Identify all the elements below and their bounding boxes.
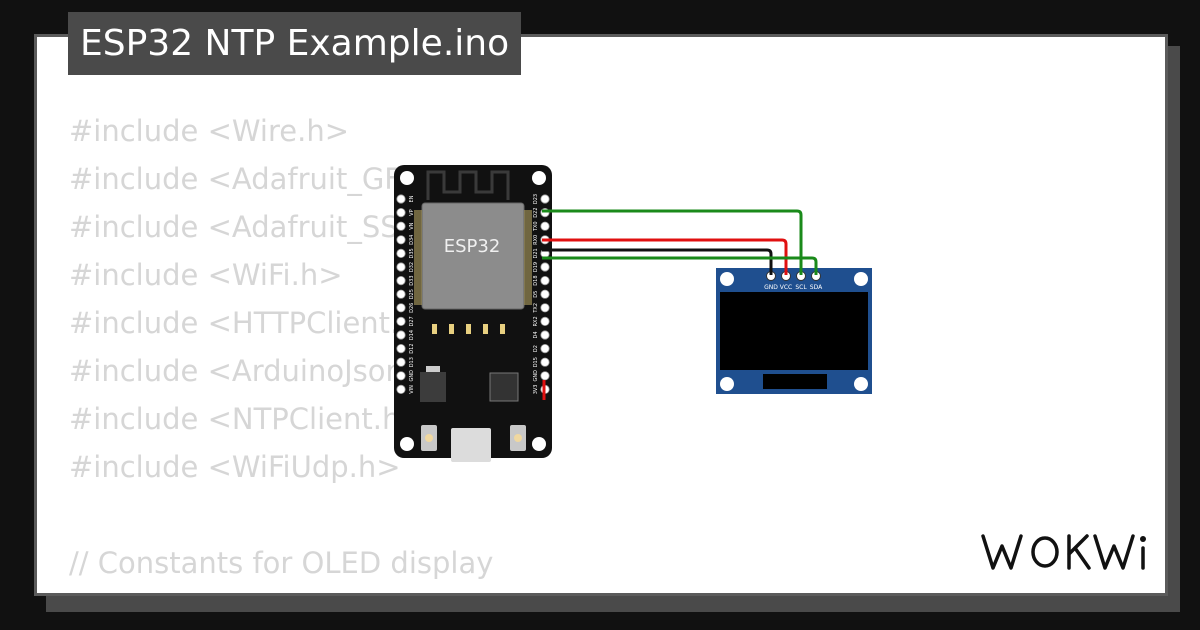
pin-label: D4 [533,331,539,338]
wire-sda [542,209,803,275]
pin-label: 3V3 [533,385,539,395]
wire-scl [542,256,818,275]
pin-label: D14 [409,330,415,340]
pin-label: VIN [409,385,415,394]
pin-label: RX2 [533,316,539,326]
pin-label: D25 [409,289,415,299]
pin-pad[interactable] [396,221,406,231]
pin-pad[interactable] [396,275,406,286]
pin-label: D26 [409,303,415,313]
project-title: ESP32 NTP Example.ino [68,12,522,75]
pin-pad[interactable] [396,343,406,354]
code-line: #include <NTPClient.h> [69,402,425,436]
pin-pad[interactable] [540,330,550,340]
code-line: #include <Wire.h> [69,114,350,148]
pin-pad[interactable] [396,303,406,313]
pin-pad[interactable] [540,221,550,231]
pin-pad[interactable] [540,262,550,272]
pin-label: D23 [533,194,539,204]
pin-pad[interactable] [396,235,406,245]
pin-pad[interactable] [396,248,406,258]
pin-pad[interactable] [396,262,406,272]
usb-uart-chip [489,372,519,402]
pin-pad[interactable] [396,357,406,367]
code-line: #include <WiFiUdp.h> [69,450,401,484]
pin-label: D13 [409,357,415,367]
wokwi-logo [981,534,1146,570]
pin-label: VP [409,209,415,215]
pin-label: D32 [409,262,415,272]
pin-pad[interactable] [396,371,406,381]
pin-label: D34 [409,235,415,245]
oled-pin-label: VCC [780,284,792,291]
pin-pad[interactable] [540,357,550,367]
pin-label: D19 [533,262,539,272]
pin-label: VN [409,222,415,229]
pin-label: D22 [533,207,539,217]
pin-pad[interactable] [396,316,406,326]
pin-pad[interactable] [540,194,550,204]
pin-pad[interactable] [540,316,550,326]
pin-label: RX0 [533,235,539,245]
pin-label: D27 [409,316,415,326]
oled-pin-label: GND [764,284,778,291]
pin-pad[interactable] [540,289,550,299]
pin-label: TX0 [533,221,539,232]
pin-label: D2 [533,345,539,352]
pin-pad[interactable] [396,194,406,204]
pin-label: D12 [409,343,415,353]
pin-pad[interactable] [396,330,406,340]
esp32-board[interactable]: ESP32 [394,165,552,462]
pin-label: D18 [533,275,539,285]
pin-pad[interactable] [396,289,406,299]
pin-label: GND [533,370,539,382]
pin-pad[interactable] [540,343,550,354]
pin-pad[interactable] [540,275,550,286]
voltage-regulator [420,372,446,402]
pin-label: D15 [533,357,539,367]
pin-label: GND [409,370,415,382]
chip-label: ESP32 [444,236,501,257]
oled-display[interactable] [716,268,872,394]
pin-label: D21 [533,248,539,258]
wire-gnd [542,248,773,275]
usb-port [451,428,491,462]
wire-vcc [542,238,788,275]
code-line: #include <WiFi.h> [69,258,343,292]
pin-pad[interactable] [540,371,550,381]
pin-label: D33 [409,275,415,285]
antenna-trace [426,170,510,200]
oled-screen [720,292,868,370]
project-card[interactable]: #include <Wire.h> #include <Adafruit_GFX… [34,34,1168,596]
pin-label: TX2 [533,303,539,314]
pin-label: D35 [409,248,415,258]
pin-pad[interactable] [540,303,550,313]
wires [542,209,818,400]
pin-pad[interactable] [396,384,406,394]
oled-pin-label: SCL [795,284,807,291]
pin-pad[interactable] [396,208,406,218]
pin-label: EN [409,195,415,202]
oled-pin-label: SDA [810,284,823,291]
code-line: // Constants for OLED display [69,546,494,580]
pin-label: D5 [533,291,539,298]
